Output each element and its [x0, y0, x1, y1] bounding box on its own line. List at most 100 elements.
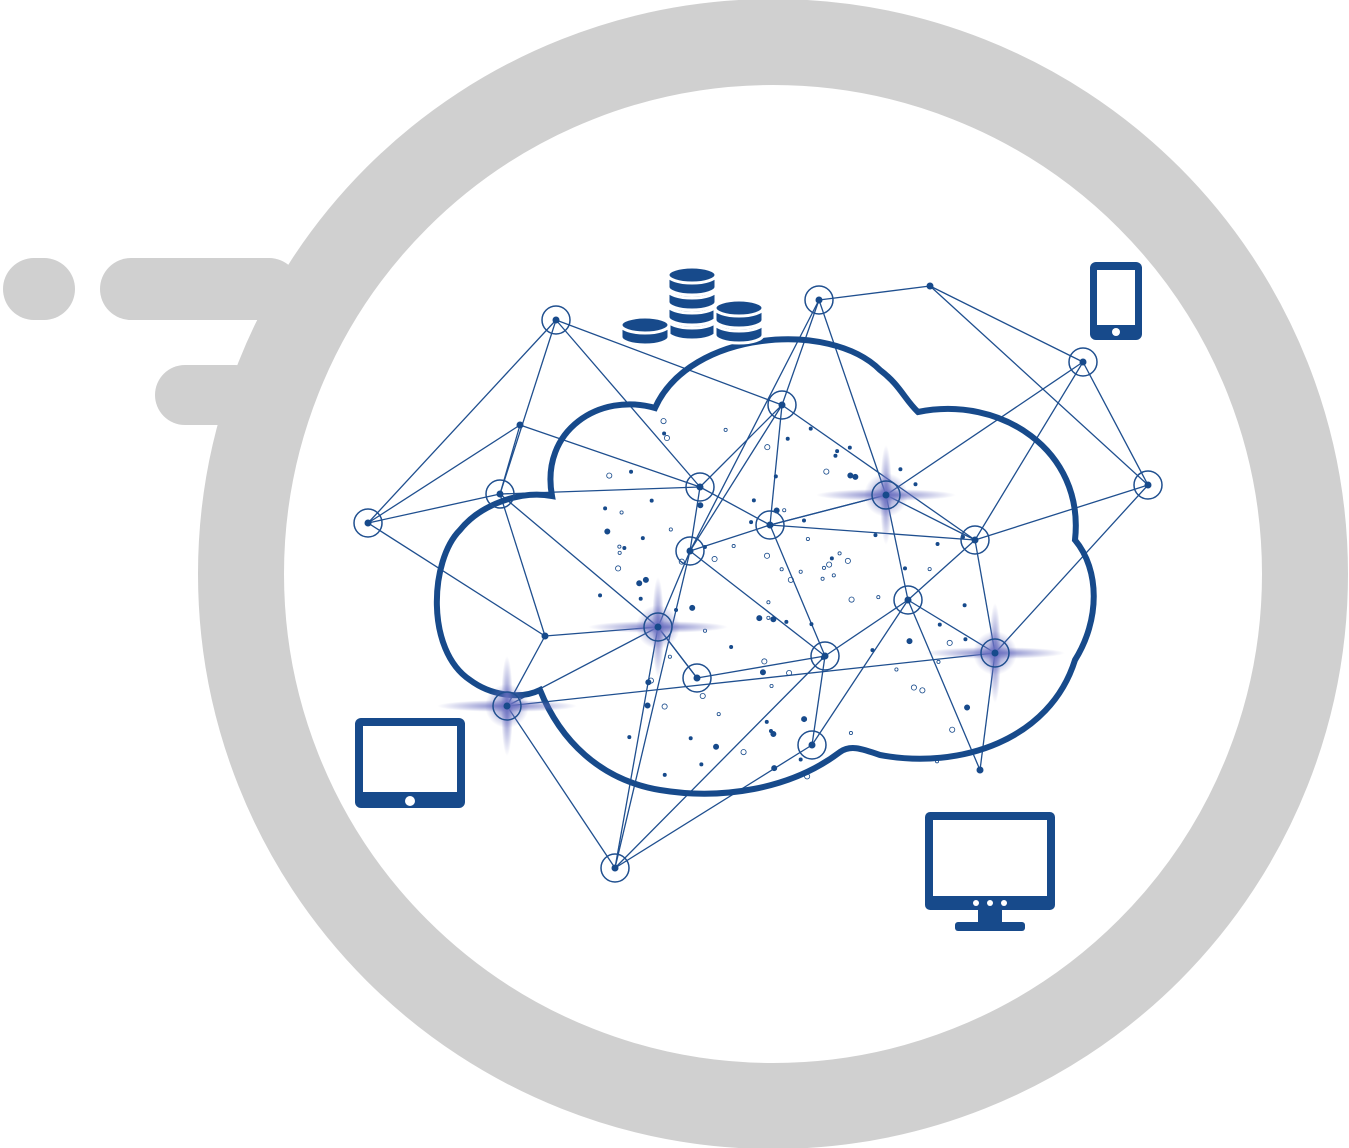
particle-dot: [852, 473, 859, 480]
particle-dot: [805, 536, 810, 541]
particle-dot: [749, 520, 754, 525]
particle-dot: [919, 687, 926, 694]
network-edge: [499, 493, 659, 628]
particle-dot: [761, 658, 768, 665]
gray-ring: [198, 0, 1348, 1148]
particle-dot: [837, 551, 842, 556]
network-edge: [1082, 361, 1149, 486]
network-edge: [519, 424, 701, 488]
particle-dot: [640, 536, 645, 541]
particle-dot: [627, 735, 632, 740]
node-dot: [821, 652, 829, 660]
particle-dot: [697, 502, 704, 509]
node-dot: [778, 401, 786, 409]
particle-dot: [751, 498, 756, 503]
particle-dot: [604, 528, 611, 535]
network-edge: [555, 319, 783, 406]
particle-dot: [784, 619, 789, 624]
network-edge: [367, 319, 557, 524]
particle-dot: [647, 677, 654, 684]
network-edge: [689, 550, 826, 657]
network-edge: [974, 361, 1084, 541]
network-edge: [818, 285, 931, 301]
particle-dot: [848, 731, 853, 736]
particle-dot: [829, 556, 834, 561]
network-edge: [994, 484, 1149, 654]
particle-dot: [910, 684, 917, 691]
node-ring: [767, 390, 797, 420]
particle-dot: [740, 749, 747, 756]
particle-dot: [870, 648, 875, 653]
network-edge: [769, 404, 783, 526]
network-edge: [974, 484, 1149, 541]
node-dot: [654, 623, 662, 631]
node-dot: [926, 282, 934, 290]
node-ring: [1068, 347, 1098, 377]
network-nodes: [353, 282, 1163, 883]
network-edge: [769, 524, 976, 541]
particle-dot: [617, 550, 622, 555]
particle-dot: [766, 615, 771, 620]
network-edge: [614, 626, 659, 869]
particle-dot: [759, 669, 766, 676]
particle-dot: [770, 731, 777, 738]
node-dot: [693, 674, 701, 682]
particle-dot: [962, 603, 967, 608]
network-edge: [781, 404, 976, 541]
particle-dot: [913, 482, 918, 487]
network-edge: [811, 655, 826, 746]
node-dot: [971, 536, 979, 544]
particle-dot: [729, 644, 734, 649]
node-ring: [685, 472, 715, 502]
node-ring: [353, 508, 383, 538]
particle-dot: [764, 444, 771, 451]
particle-dot: [649, 498, 654, 503]
particle-dot: [769, 683, 774, 688]
network-edge: [824, 599, 909, 657]
network-edge: [781, 299, 820, 406]
particle-dot: [642, 576, 649, 583]
particle-dot: [873, 533, 878, 538]
node-dot: [1079, 358, 1087, 366]
particle-dot: [798, 569, 803, 574]
node-dot: [611, 864, 619, 872]
network-edge: [699, 404, 783, 488]
particle-dot: [756, 615, 763, 622]
node-dot: [766, 521, 774, 529]
particle-dot: [848, 596, 855, 603]
node-ring: [485, 479, 515, 509]
particle-dot: [785, 436, 790, 441]
particle-dot: [963, 637, 968, 642]
particle-dot: [688, 736, 693, 741]
particle-dot: [787, 576, 794, 583]
particle-dot: [801, 518, 806, 523]
particle-dot: [644, 702, 651, 709]
particle-dots: [598, 418, 971, 780]
database-disk-top: [666, 265, 718, 285]
node-dot: [496, 490, 504, 498]
particle-dot: [835, 449, 840, 454]
node-ring: [797, 730, 827, 760]
particle-dot: [847, 472, 854, 479]
node-ring: [980, 638, 1010, 668]
particle-dot: [808, 426, 813, 431]
speed-dot: [3, 258, 75, 320]
particle-dot: [678, 558, 685, 565]
particle-dot: [723, 427, 728, 432]
network-edge: [367, 522, 546, 637]
particle-dot: [847, 445, 852, 450]
node-dot: [541, 632, 549, 640]
particle-dot: [615, 565, 622, 572]
network-edge: [885, 361, 1084, 496]
particle-dot: [949, 726, 956, 733]
tablet-icon: [355, 718, 465, 808]
particle-dot: [662, 772, 667, 777]
network-edge: [614, 550, 691, 869]
particle-dot: [663, 435, 670, 442]
particle-dot: [826, 561, 833, 568]
particle-dot: [619, 510, 624, 515]
network-edge: [699, 486, 771, 526]
particle-dot: [782, 508, 787, 513]
particle-dot: [598, 593, 603, 598]
node-dot: [815, 296, 823, 304]
